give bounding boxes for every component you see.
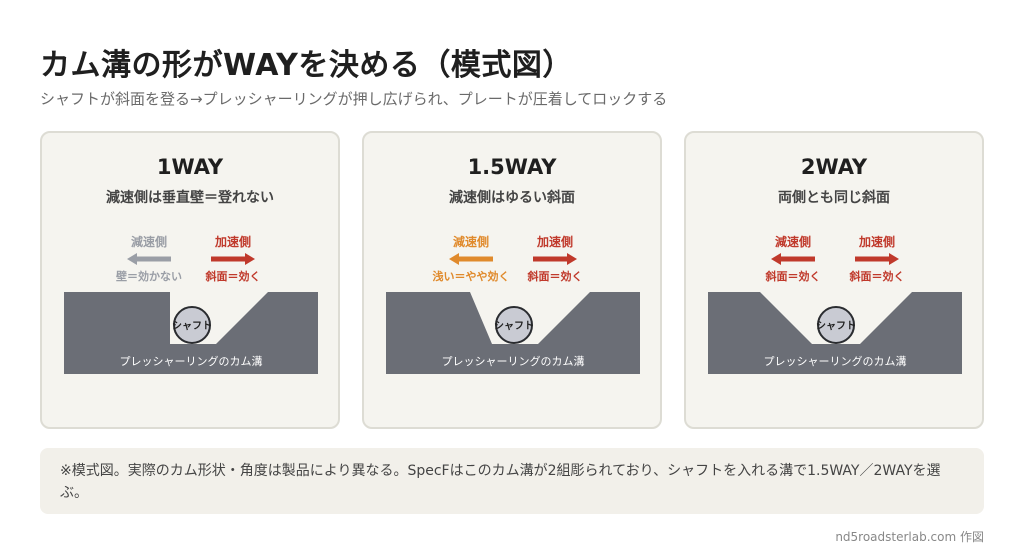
panel-name: 1WAY	[156, 155, 224, 179]
panel-1-5way: 1.5WAY 減速側はゆるい斜面 減速側 浅い＝やや効く 加速側 斜面＝効く シ…	[362, 131, 662, 429]
footnote: ※模式図。実際のカム形状・角度は製品により異なる。SpecFはこのカム溝が2組彫…	[40, 448, 984, 514]
panel-desc: 減速側は垂直壁＝登れない	[106, 190, 274, 206]
accel-direction: 加速側 斜面＝効く	[510, 233, 600, 284]
cam-groove-shape	[708, 292, 962, 374]
cam-groove-diagram: シャフト プレッシャーリングのカム溝	[64, 292, 318, 374]
shaft-circle	[173, 306, 211, 344]
left-arrow-icon	[127, 253, 171, 265]
shaft-label: シャフト	[816, 320, 856, 332]
shaft-label: シャフト	[172, 320, 212, 332]
shaft-label: シャフト	[494, 320, 534, 332]
decel-effect: 浅い＝やや効く	[432, 270, 510, 283]
decel-direction: 減速側 浅い＝やや効く	[426, 233, 516, 284]
groove-label: プレッシャーリングのカム溝	[764, 354, 907, 368]
left-arrow-icon	[771, 253, 815, 265]
right-arrow-icon	[855, 253, 899, 265]
decel-effect: 斜面＝効く	[765, 270, 821, 283]
accel-effect: 斜面＝効く	[849, 270, 905, 283]
page-subtitle: シャフトが斜面を登る→プレッシャーリングが押し広げられ、プレートが圧着してロック…	[40, 90, 668, 108]
cam-groove-diagram: シャフト プレッシャーリングのカム溝	[386, 292, 640, 374]
cam-groove-shape	[386, 292, 640, 374]
cam-groove-shape	[64, 292, 318, 374]
decel-direction: 減速側 斜面＝効く	[748, 233, 838, 284]
panel-name: 2WAY	[800, 155, 868, 179]
panel-1way: 1WAY 減速側は垂直壁＝登れない 減速側 壁＝効かない 加速側 斜面＝効く シ…	[40, 131, 340, 429]
groove-label: プレッシャーリングのカム溝	[442, 354, 585, 368]
accel-label: 加速側	[858, 235, 895, 249]
accel-direction: 加速側 斜面＝効く	[188, 233, 278, 284]
credit: nd5roadsterlab.com 作図	[835, 530, 984, 544]
right-arrow-icon	[533, 253, 577, 265]
panel-desc: 減速側はゆるい斜面	[449, 190, 575, 206]
decel-effect: 壁＝効かない	[116, 270, 182, 283]
decel-direction: 減速側 壁＝効かない	[104, 233, 194, 284]
decel-label: 減速側	[130, 235, 167, 249]
cam-groove-diagram: シャフト プレッシャーリングのカム溝	[708, 292, 962, 374]
panel-2way: 2WAY 両側とも同じ斜面 減速側 斜面＝効く 加速側 斜面＝効く シャフト プ…	[684, 131, 984, 429]
panel-name: 1.5WAY	[467, 155, 557, 179]
decel-label: 減速側	[452, 235, 489, 249]
accel-direction: 加速側 斜面＝効く	[832, 233, 922, 284]
right-arrow-icon	[211, 253, 255, 265]
shaft-circle	[817, 306, 855, 344]
decel-label: 減速側	[774, 235, 811, 249]
shaft-circle	[495, 306, 533, 344]
page-title: カム溝の形がWAYを決める（模式図）	[40, 48, 573, 83]
accel-label: 加速側	[214, 235, 251, 249]
accel-effect: 斜面＝効く	[527, 270, 583, 283]
panel-desc: 両側とも同じ斜面	[778, 190, 890, 206]
accel-label: 加速側	[536, 235, 573, 249]
groove-label: プレッシャーリングのカム溝	[120, 354, 263, 368]
left-arrow-icon	[449, 253, 493, 265]
accel-effect: 斜面＝効く	[205, 270, 261, 283]
